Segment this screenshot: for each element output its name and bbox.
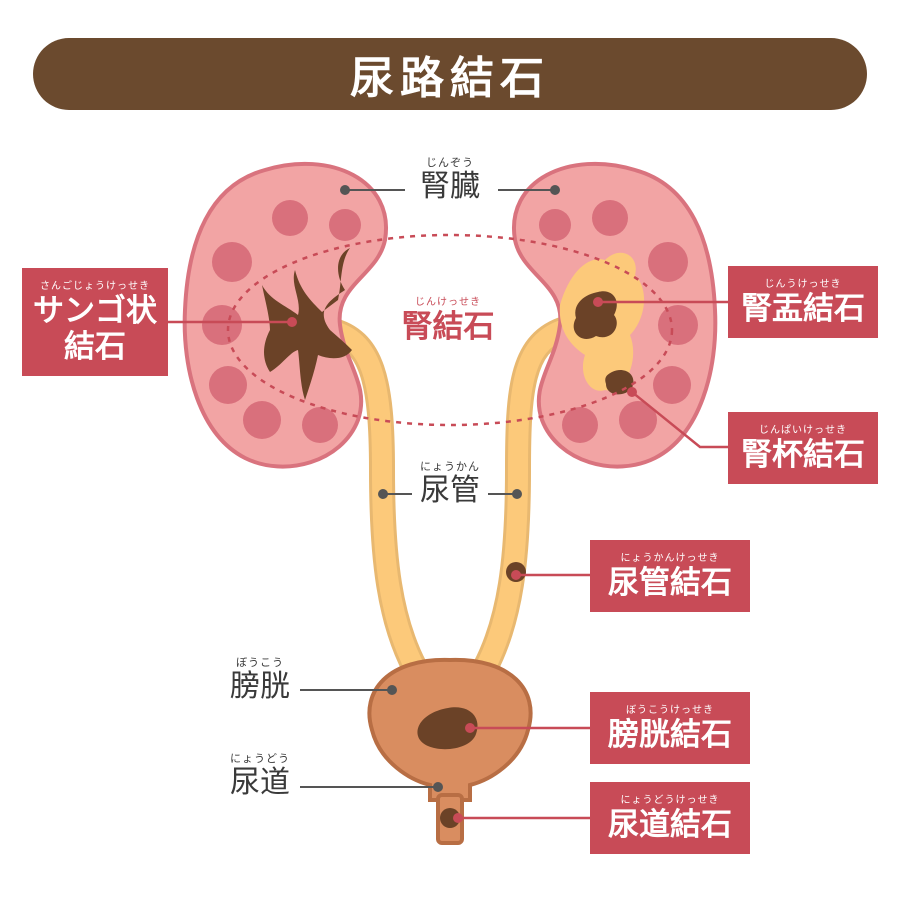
- ureter-stone-ruby: にょうかんけっせき: [620, 552, 720, 564]
- ureter-stone-label: にょうかんけっせき 尿管結石: [590, 540, 750, 612]
- kidney-region-outline: [226, 233, 674, 427]
- bladder-text: 膀胱: [230, 669, 290, 704]
- bladder-stone-text: 膀胱結石: [608, 716, 732, 753]
- left-kidney-lobes: [202, 200, 361, 443]
- calyx-stone-text: 腎杯結石: [741, 436, 865, 473]
- organ-leaders: [300, 189, 555, 788]
- urethra-stone: [440, 808, 460, 828]
- bladder-ruby: ぼうこう: [236, 656, 284, 669]
- left-ureter-fill: [320, 320, 425, 678]
- staghorn-stone-line2: 結石: [64, 328, 126, 365]
- kidney-stone-ruby: じんけっせき: [415, 296, 481, 308]
- calyx-stone-ruby: じんぱいけっせき: [759, 424, 847, 436]
- staghorn-stone-label: さんごじょうけっせき サンゴ状 結石: [22, 268, 168, 376]
- right-ureter-fill: [475, 320, 572, 678]
- pelvis-stone-text: 腎盂結石: [741, 290, 865, 327]
- kidney-stone-label: じんけっせき 腎結石: [392, 288, 504, 352]
- organ-dots: [340, 185, 560, 792]
- stone-leaders: [168, 300, 728, 820]
- right-kidney-lobes: [539, 200, 698, 443]
- stone-dots: [287, 297, 637, 823]
- title-bar: 尿路結石: [33, 38, 867, 110]
- urethra-text: 尿道: [230, 765, 290, 800]
- staghorn-stone-ruby: さんごじょうけっせき: [40, 280, 150, 292]
- urethra-ruby: にょうどう: [230, 752, 290, 765]
- pelvis-stone-label: じんうけっせき 腎盂結石: [728, 266, 878, 338]
- bladder-stone-ruby: ぼうこうけっせき: [626, 704, 714, 716]
- urethra-stone-label: にょうどうけっせき 尿道結石: [590, 782, 750, 854]
- kidney-stone-text: 腎結石: [401, 308, 495, 345]
- ureter-stone-text: 尿管結石: [608, 564, 732, 601]
- urethra-stone-ruby: にょうどうけっせき: [620, 794, 720, 806]
- urethra-label: にょうどう 尿道: [220, 752, 300, 800]
- kidney-ruby: じんぞう: [426, 156, 474, 169]
- bladder-stone-label: ぼうこうけっせき 膀胱結石: [590, 692, 750, 764]
- staghorn-stone-line1: サンゴ状: [33, 292, 157, 329]
- ureter-ruby: にょうかん: [420, 460, 480, 473]
- page-title: 尿路結石: [350, 53, 550, 104]
- bladder-label: ぼうこう 膀胱: [220, 656, 300, 704]
- ureter-label: にょうかん 尿管: [410, 460, 490, 508]
- kidney-label: じんぞう 腎臓: [410, 156, 490, 204]
- pelvis-stone-ruby: じんうけっせき: [764, 278, 842, 290]
- staghorn-stone: [262, 248, 352, 400]
- calyx-stone-label: じんぱいけっせき 腎杯結石: [728, 412, 878, 484]
- urethra-stone-text: 尿道結石: [608, 806, 732, 843]
- kidney-text: 腎臓: [420, 169, 480, 204]
- ureter-text: 尿管: [420, 473, 480, 508]
- bladder-stone: [417, 707, 478, 750]
